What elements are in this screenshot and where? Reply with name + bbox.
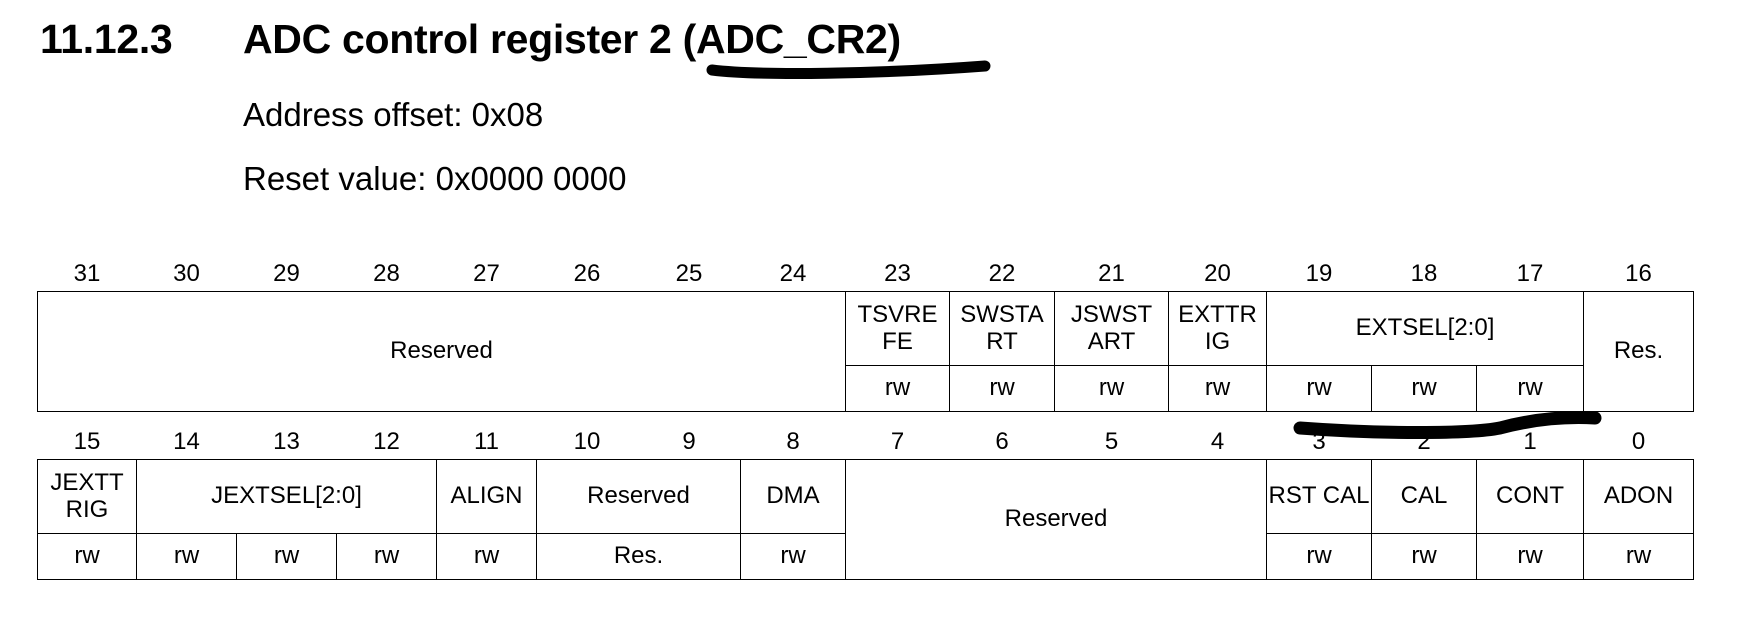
bit-number: 2 (1417, 427, 1431, 455)
field-jexttrig: JEXTT RIG (37, 459, 137, 534)
register-table-high: 31 30 29 28 27 26 25 24 23 22 21 20 19 1… (37, 257, 1694, 412)
access-cal: rw (1371, 533, 1477, 580)
bit-number: 14 (173, 427, 200, 455)
bit-number: 19 (1305, 259, 1333, 287)
field-name-row: JEXTT RIG JEXTSEL[2:0] ALIGN Reserved DM… (37, 459, 1694, 580)
section-number: 11.12.3 (40, 16, 173, 62)
access-jextsel-2: rw (136, 533, 237, 580)
bit-number: 6 (995, 427, 1009, 455)
bit-number: 31 (73, 259, 101, 287)
field-cont: CONT (1476, 459, 1584, 534)
access-jexttrig: rw (37, 533, 137, 580)
bit-number-row: 15 14 13 12 11 10 9 8 7 6 5 4 3 2 1 0 (38, 425, 1694, 460)
field-adon: ADON (1583, 459, 1694, 534)
bit-number: 25 (675, 259, 703, 287)
bit-number: 11 (474, 427, 499, 455)
access-jswstart: rw (1054, 365, 1169, 412)
access-jextsel-0: rw (336, 533, 437, 580)
bit-number-row: 31 30 29 28 27 26 25 24 23 22 21 20 19 1… (38, 257, 1694, 292)
access-dma: rw (740, 533, 846, 580)
bit-number: 3 (1312, 427, 1326, 455)
access-row: rw rw rw rw rw Res. rw rw rw rw rw (37, 533, 1694, 580)
bit-number: 4 (1210, 427, 1225, 455)
field-align: ALIGN (436, 459, 537, 534)
field-rstcal: RST CAL (1266, 459, 1372, 534)
bit-number: 22 (988, 259, 1016, 287)
access-extsel-1: rw (1371, 365, 1477, 412)
address-offset: Address offset: 0x08 (243, 96, 544, 133)
bit-number: 7 (890, 427, 905, 455)
access-rstcal: rw (1266, 533, 1372, 580)
field-exttrig: EXTTR IG (1168, 291, 1267, 366)
access-row: rw rw rw rw rw rw rw (38, 365, 1694, 412)
bit-number: 24 (779, 259, 807, 287)
bit-number: 27 (473, 259, 500, 287)
access-exttrig: rw (1168, 365, 1267, 412)
access-reserved-10-9: Res. (536, 533, 741, 580)
access-swstart: rw (949, 365, 1055, 412)
field-swstart: SWSTA RT (949, 291, 1055, 366)
bit-number: 20 (1204, 259, 1231, 287)
bit-number: 8 (786, 427, 800, 455)
access-extsel-2: rw (1266, 365, 1372, 412)
bit-number: 1 (1523, 427, 1537, 455)
bit-number: 5 (1104, 427, 1119, 455)
bit-number: 13 (273, 427, 300, 455)
access-extsel-0: rw (1476, 365, 1584, 412)
register-table-low: 15 14 13 12 11 10 9 8 7 6 5 4 3 2 1 0 JE… (37, 425, 1694, 580)
bit-number: 21 (1098, 259, 1125, 287)
bit-number: 26 (573, 259, 601, 287)
field-jswstart: JSWST ART (1054, 291, 1169, 366)
field-dma: DMA (740, 459, 846, 534)
access-align: rw (436, 533, 537, 580)
bit-number: 29 (273, 259, 300, 287)
section-title: ADC control register 2 (ADC_CR2) (243, 16, 901, 62)
bit-number: 12 (373, 427, 400, 455)
bit-number: 18 (1410, 259, 1438, 287)
bit-number: 16 (1625, 259, 1652, 287)
field-res-16: Res. (1583, 291, 1694, 412)
reset-value: Reset value: 0x0000 0000 (243, 160, 627, 197)
title-underline-marker (706, 60, 991, 79)
field-jextsel: JEXTSEL[2:0] (136, 459, 437, 534)
bit-number: 0 (1631, 427, 1646, 455)
field-tsvrefe: TSVRE FE (845, 291, 950, 366)
access-jextsel-1: rw (236, 533, 337, 580)
bit-number: 9 (682, 427, 696, 455)
bit-number: 30 (173, 259, 200, 287)
bit-number: 23 (884, 259, 911, 287)
access-cont: rw (1476, 533, 1584, 580)
field-reserved-7-4: Reserved (845, 459, 1267, 580)
bit-number: 15 (73, 427, 101, 455)
field-reserved-31-24: Reserved (37, 291, 846, 412)
access-tsvrefe: rw (845, 365, 950, 412)
field-name-row: Reserved TSVRE FE SWSTA RT JSWST ART EXT… (37, 291, 1694, 412)
bit-number: 10 (573, 427, 601, 455)
field-extsel: EXTSEL[2:0] (1266, 291, 1584, 366)
access-adon: rw (1583, 533, 1694, 580)
bit-number: 17 (1516, 259, 1544, 287)
bit-number: 28 (373, 259, 400, 287)
field-cal: CAL (1371, 459, 1477, 534)
field-reserved-10-9: Reserved (536, 459, 741, 534)
